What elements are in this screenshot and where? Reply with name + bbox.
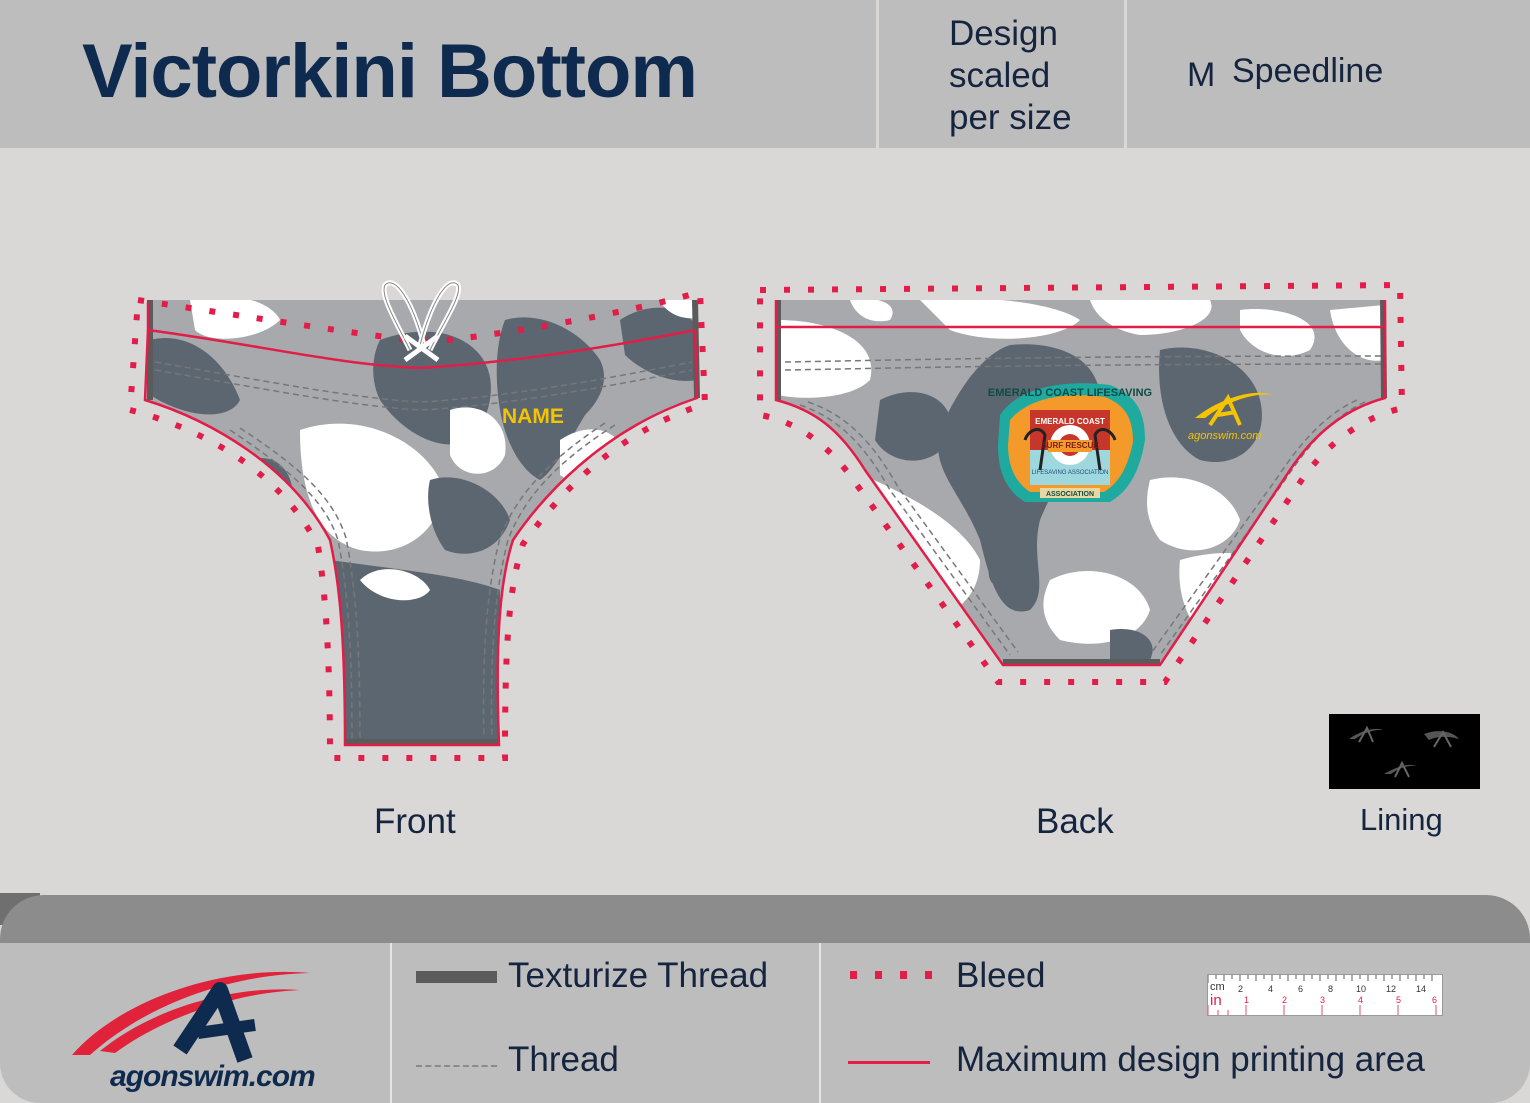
scale-note-line-1: Design xyxy=(949,14,1058,53)
bleed-label: Bleed xyxy=(956,956,1046,995)
thread-label: Thread xyxy=(508,1040,619,1079)
ruler-in-tick: 1 xyxy=(1244,995,1249,1005)
ruler-in-tick: 5 xyxy=(1396,995,1401,1005)
ruler-cm-tick: 12 xyxy=(1386,984,1396,994)
brand-logo-text: agonswim.com xyxy=(110,1060,316,1093)
ruler-cm-tick: 14 xyxy=(1416,984,1426,994)
ruler-cm-label: cm xyxy=(1210,981,1225,993)
product-line: Speedline xyxy=(1232,52,1384,90)
footer-divider xyxy=(390,943,392,1103)
back-agon-logo: agonswim.com xyxy=(1188,392,1272,442)
crest-inner-text: EMERALD COAST xyxy=(1035,417,1105,426)
ruler-cm-tick: 2 xyxy=(1238,984,1243,994)
back-view-label: Back xyxy=(1036,802,1114,841)
crest-banner-text: SURF RESCUE xyxy=(1041,441,1099,450)
bleed-swatch xyxy=(850,971,932,979)
thread-swatch xyxy=(416,1065,497,1067)
page-title: Victorkini Bottom xyxy=(82,29,698,114)
scale-note-line-3: per size xyxy=(949,98,1072,137)
crest-top-text: EMERALD COAST LIFESAVING xyxy=(988,387,1152,399)
max-area-label: Maximum design printing area xyxy=(956,1040,1425,1079)
header-size-cell: M Speedline xyxy=(1127,0,1530,148)
crest-small-text: LIFESAVING ASSOCIATION xyxy=(1032,470,1109,476)
header-scale-cell: Design scaled per size xyxy=(879,0,1124,148)
texturize-thread-swatch xyxy=(416,971,497,983)
agon-logo-icon xyxy=(72,971,310,1063)
ruler-in-tick: 6 xyxy=(1432,995,1437,1005)
ruler-in-label: in xyxy=(1210,992,1222,1009)
front-view-label: Front xyxy=(374,802,456,841)
crest-bottom-text: ASSOCIATION xyxy=(1046,491,1094,498)
scale-note-line-2: scaled xyxy=(949,56,1051,95)
ruler-cm-tick: 8 xyxy=(1328,984,1333,994)
texturize-thread-label: Texturize Thread xyxy=(508,956,769,995)
lining-view-label: Lining xyxy=(1360,802,1443,837)
front-panel: NAME xyxy=(126,280,709,761)
footer-band xyxy=(0,895,1530,943)
lining-swatch xyxy=(1329,714,1480,789)
size-code: M xyxy=(1187,56,1216,94)
ruler-cm-tick: 4 xyxy=(1268,984,1273,994)
back-panel: EMERALD COAST LIFESAVING EMERALD COAST S… xyxy=(757,281,1406,685)
ruler-cm-tick: 6 xyxy=(1298,984,1303,994)
club-crest: EMERALD COAST LIFESAVING EMERALD COAST S… xyxy=(988,383,1152,502)
front-name-text: NAME xyxy=(502,405,564,428)
ruler-in-tick: 4 xyxy=(1358,995,1363,1005)
max-area-swatch xyxy=(848,1061,930,1064)
ruler-cm-tick: 10 xyxy=(1356,984,1366,994)
footer-divider xyxy=(819,943,821,1103)
garment-views: NAME xyxy=(0,150,1530,890)
header-title-cell: Victorkini Bottom xyxy=(0,0,876,148)
ruler-in-tick: 3 xyxy=(1320,995,1325,1005)
scale-ruler: cm in 2 4 6 8 10 12 14 1 2 3 4 5 6 xyxy=(1207,974,1443,1016)
back-logo-text: agonswim.com xyxy=(1188,430,1261,442)
garment-drawing: NAME xyxy=(126,280,1406,761)
footer-legend xyxy=(0,943,1530,1103)
ruler-in-tick: 2 xyxy=(1282,995,1287,1005)
